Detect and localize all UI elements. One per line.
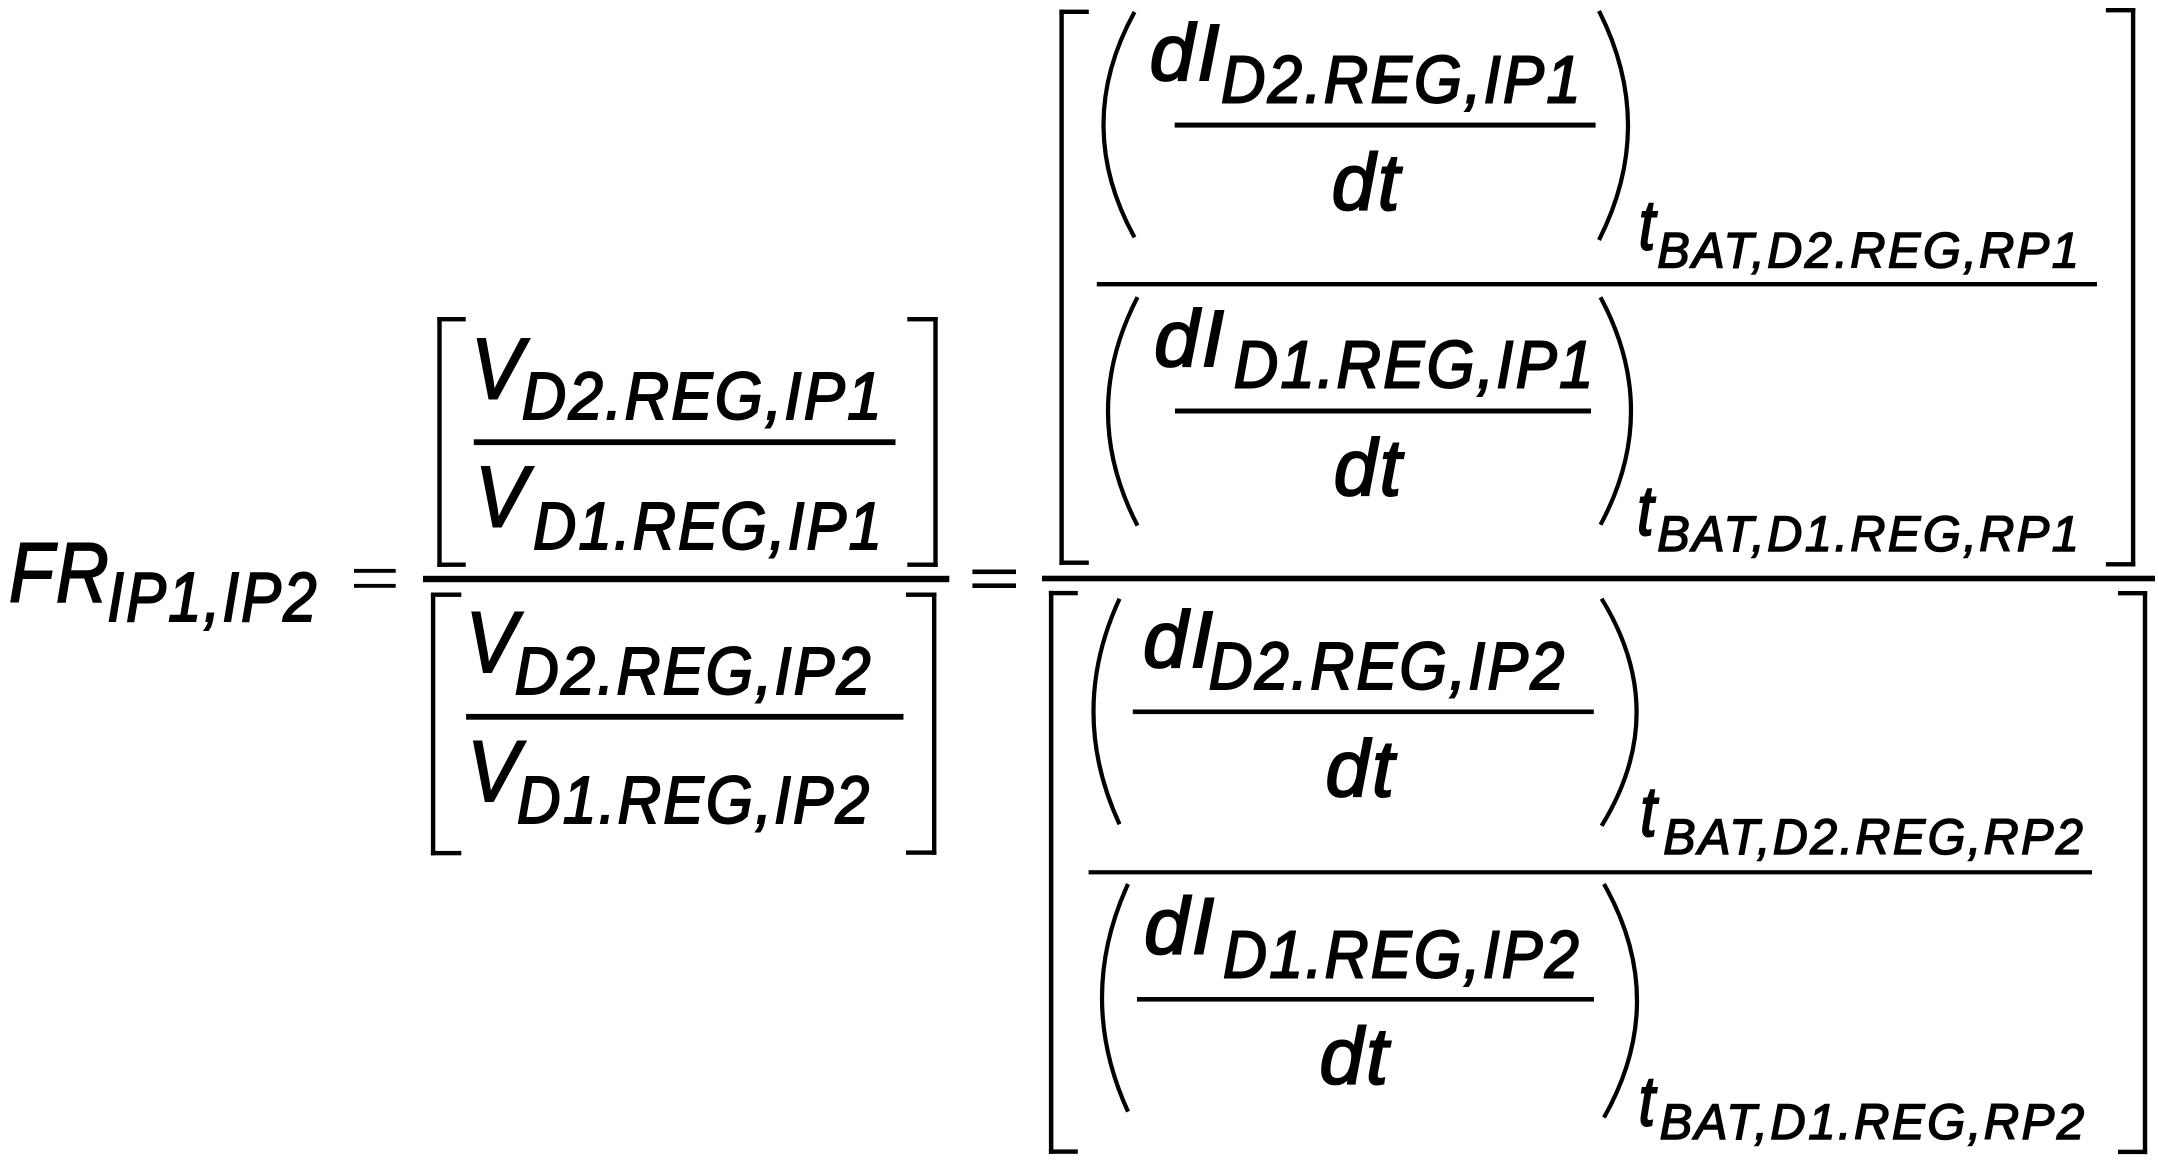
svg-text:BAT,D1.REG,RP1: BAT,D1.REG,RP1: [1657, 505, 2081, 562]
svg-text:D1.REG,IP1: D1.REG,IP1: [1234, 328, 1596, 403]
svg-text:D2.REG,IP2: D2.REG,IP2: [515, 634, 873, 709]
svg-text:dt: dt: [1326, 724, 1397, 813]
svg-text:BAT,D2.REG,RP2: BAT,D2.REG,RP2: [1663, 808, 2085, 865]
svg-text:dI: dI: [1150, 8, 1223, 97]
svg-text:FR: FR: [9, 524, 111, 619]
svg-text:D2.REG,IP1: D2.REG,IP1: [522, 359, 884, 434]
svg-text:V: V: [467, 724, 526, 820]
svg-text:D1.REG,IP1: D1.REG,IP1: [533, 489, 884, 564]
svg-text:dt: dt: [1332, 138, 1403, 227]
svg-text:dI: dI: [1154, 294, 1227, 383]
svg-text:t: t: [1637, 471, 1656, 550]
svg-text:D1.REG,IP2: D1.REG,IP2: [517, 763, 871, 838]
svg-text:D2.REG,IP1: D2.REG,IP1: [1221, 42, 1583, 117]
svg-text:D1.REG,IP2: D1.REG,IP2: [1223, 918, 1581, 993]
svg-text:dt: dt: [1334, 423, 1404, 512]
svg-text:D2.REG,IP2: D2.REG,IP2: [1209, 629, 1567, 704]
svg-text:V: V: [475, 450, 534, 546]
svg-text:dI: dI: [1144, 881, 1217, 970]
svg-text:dI: dI: [1143, 595, 1216, 684]
svg-text:t: t: [1639, 185, 1658, 264]
svg-text:t: t: [1639, 1062, 1658, 1141]
svg-text:IP1,IP2: IP1,IP2: [107, 558, 318, 636]
svg-text:BAT,D1.REG,RP2: BAT,D1.REG,RP2: [1660, 1093, 2087, 1150]
svg-text:V: V: [466, 595, 524, 691]
svg-text:BAT,D2.REG,RP1: BAT,D2.REG,RP1: [1657, 222, 2081, 279]
svg-text:V: V: [471, 321, 530, 417]
svg-text:t: t: [1640, 772, 1659, 851]
svg-text:dt: dt: [1320, 1011, 1391, 1100]
